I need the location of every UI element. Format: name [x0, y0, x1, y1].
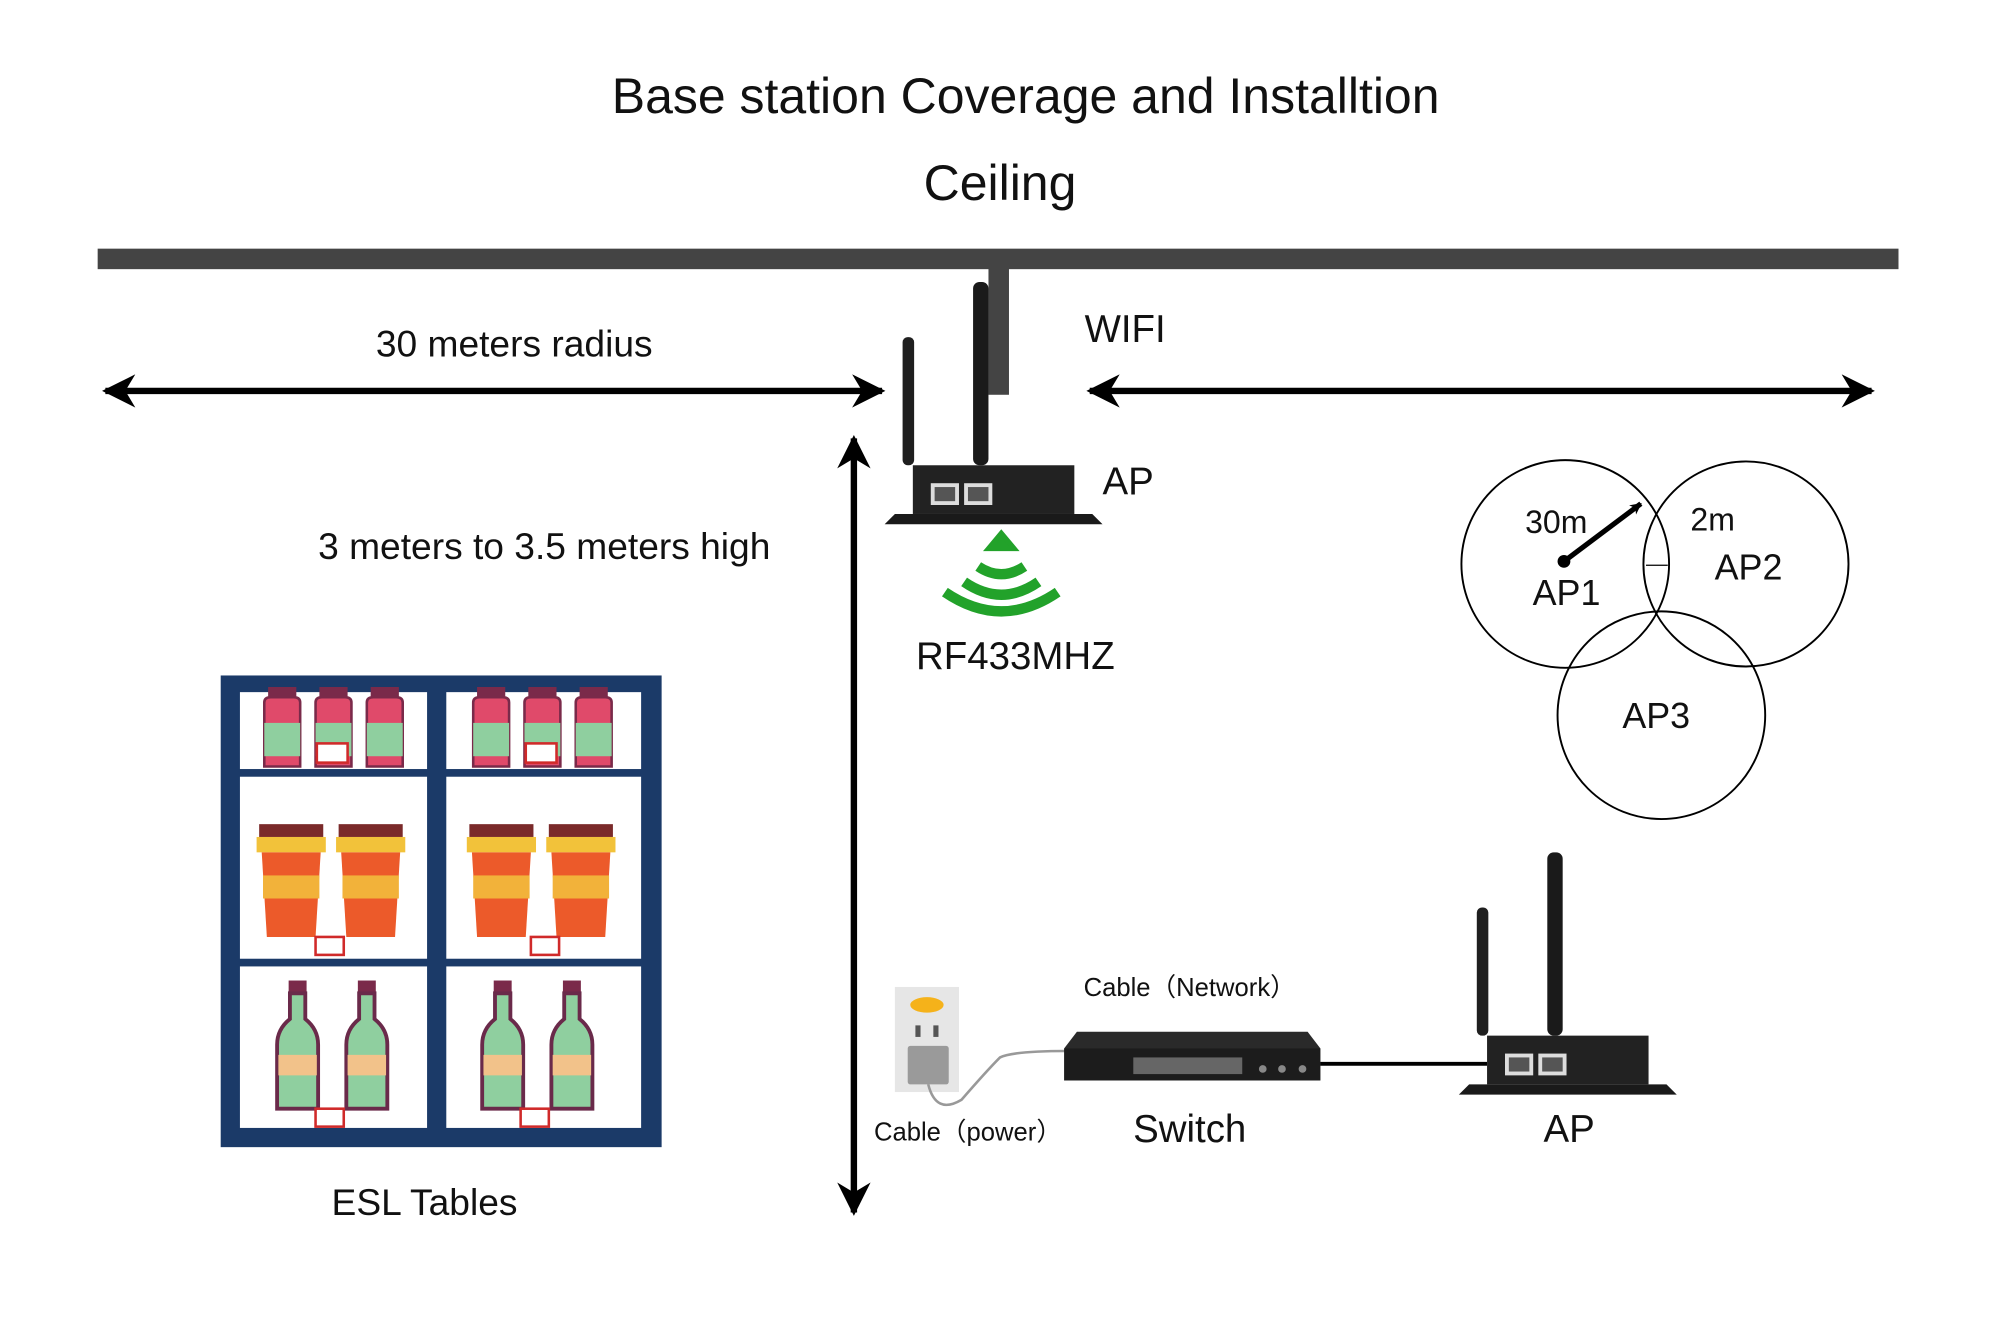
power-cable	[926, 1049, 1067, 1107]
switch-label: Switch	[1133, 1108, 1246, 1151]
height-label: 3 meters to 3.5 meters high	[318, 525, 770, 567]
ap-top-label: AP	[1103, 461, 1154, 504]
ceiling-mount	[988, 266, 1009, 395]
radius-pointer	[1562, 501, 1643, 564]
ap3-coverage-circle	[1556, 610, 1767, 820]
ap-bottom-label: AP	[1543, 1108, 1594, 1151]
ceiling-label: Ceiling	[924, 155, 1077, 211]
shelf-icon	[220, 675, 662, 1148]
coverage-diagram: 30m 2m AP1 AP2 AP3	[1460, 459, 1850, 820]
access-point-icon	[1458, 852, 1677, 1095]
power-socket-icon	[894, 986, 959, 1093]
rf-signal-icon	[941, 529, 1061, 617]
gap-label: 2m	[1690, 502, 1734, 538]
page-title: Base station Coverage and Installtion	[612, 68, 1440, 124]
cable-power-label: Cable（power）	[874, 1119, 1062, 1147]
ap2-label: AP2	[1715, 547, 1783, 587]
ap1-coverage-circle	[1460, 459, 1671, 669]
ap1-label: AP1	[1533, 573, 1601, 613]
ceiling-bar	[97, 248, 1899, 270]
cable-network-label: Cable（Network）	[1084, 974, 1296, 1002]
shelf-label: ESL Tables	[332, 1181, 518, 1223]
network-switch-icon	[1064, 1031, 1321, 1081]
rf-label: RF433MHZ	[916, 635, 1115, 678]
ap3-label: AP3	[1622, 696, 1690, 736]
radius-label: 30 meters radius	[376, 322, 653, 364]
wifi-label: WIFI	[1085, 308, 1166, 351]
distance-label: 30m	[1525, 504, 1587, 540]
ap2-coverage-circle	[1642, 460, 1850, 668]
